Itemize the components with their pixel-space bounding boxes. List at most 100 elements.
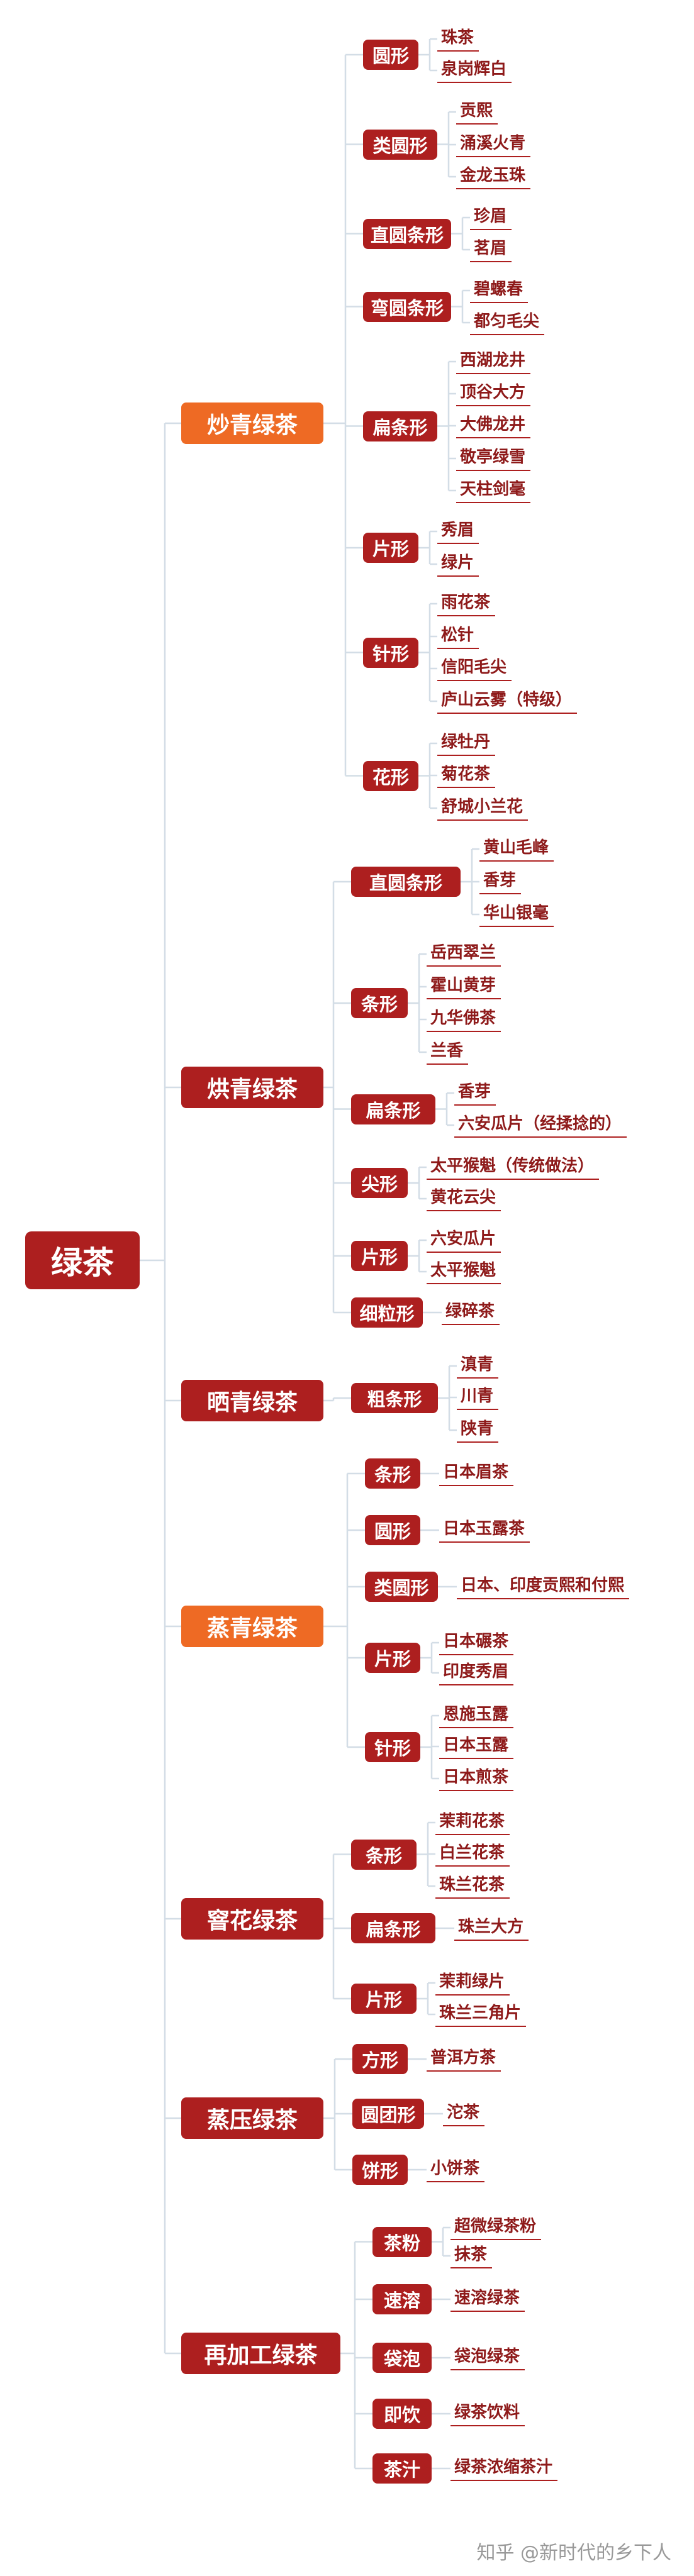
- leaf-underline: [451, 2239, 541, 2240]
- leaf-underline: [437, 575, 479, 577]
- leaf-underline: [451, 2267, 492, 2268]
- leaf-underline: [456, 437, 530, 438]
- category-node: 炒青绿茶: [181, 402, 323, 444]
- leaf-underline: [437, 615, 495, 616]
- leaf-item: 敬亭绿雪: [460, 448, 526, 467]
- subcategory-node: 扁条形: [351, 1913, 435, 1943]
- leaf-item: 超微绿茶粉: [454, 2217, 537, 2236]
- leaf-item: 绿茶饮料: [454, 2403, 520, 2422]
- leaf-underline: [437, 819, 528, 821]
- leaf-underline: [427, 2181, 484, 2182]
- subcategory-node: 尖形: [351, 1168, 408, 1198]
- leaf-underline: [427, 1063, 468, 1065]
- leaf-underline: [439, 1541, 530, 1543]
- leaf-item: 大佛龙井: [460, 415, 526, 434]
- leaf-item: 庐山云雾（特级）: [441, 691, 573, 709]
- leaf-underline: [456, 123, 498, 125]
- leaf-underline: [427, 1031, 501, 1032]
- leaf-item: 雨花茶: [441, 593, 491, 612]
- leaf-item: 日本玉露: [443, 1736, 509, 1755]
- leaf-item: 白兰花茶: [439, 1843, 505, 1862]
- leaf-underline: [437, 648, 479, 649]
- leaf-underline: [439, 1727, 513, 1728]
- leaf-item: 沱茶: [447, 2103, 480, 2122]
- leaf-underline: [427, 2070, 501, 2072]
- subcategory-node: 细粒形: [351, 1297, 423, 1328]
- leaf-item: 普洱方茶: [430, 2048, 496, 2067]
- leaf-item: 绿碎茶: [445, 1302, 495, 1321]
- subcategory-node: 圆形: [363, 40, 418, 70]
- leaf-underline: [439, 1790, 513, 1791]
- leaf-item: 茉莉绿片: [439, 1972, 505, 1991]
- leaf-item: 日本碾茶: [443, 1632, 509, 1651]
- leaf-item: 珠兰三角片: [439, 2004, 522, 2023]
- subcategory-node: 袋泡: [372, 2343, 432, 2373]
- leaf-underline: [456, 373, 530, 374]
- leaf-item: 茉莉花茶: [439, 1812, 505, 1831]
- leaf-item: 九华佛茶: [430, 1009, 496, 1028]
- leaf-underline: [454, 1940, 529, 1941]
- subcategory-node: 粗条形: [351, 1383, 438, 1413]
- leaf-item: 日本煎茶: [443, 1768, 509, 1787]
- subcategory-node: 片形: [365, 1643, 420, 1673]
- leaf-underline: [427, 998, 501, 999]
- leaf-item: 六安瓜片（经揉捻的）: [458, 1114, 622, 1133]
- leaf-underline: [437, 713, 577, 714]
- leaf-underline: [470, 229, 512, 230]
- subcategory-node: 圆形: [365, 1515, 420, 1545]
- leaf-item: 黄山毛峰: [483, 838, 549, 857]
- category-node: 蒸青绿茶: [181, 1606, 323, 1647]
- leaf-item: 信阳毛尖: [441, 658, 507, 677]
- leaf-item: 日本眉茶: [443, 1463, 509, 1482]
- leaf-item: 珍眉: [474, 207, 507, 226]
- leaf-underline: [439, 1654, 513, 1655]
- leaf-item: 绿片: [441, 553, 474, 572]
- category-node: 烘青绿茶: [181, 1067, 323, 1108]
- leaf-underline: [470, 261, 512, 262]
- leaf-item: 秀眉: [441, 521, 474, 540]
- subcategory-node: 直圆条形: [351, 867, 461, 897]
- leaf-underline: [456, 470, 530, 471]
- leaf-underline: [439, 1485, 513, 1486]
- leaf-underline: [451, 2425, 525, 2426]
- subcategory-node: 扁条形: [351, 1094, 435, 1124]
- leaf-underline: [470, 302, 528, 303]
- leaf-underline: [451, 2311, 525, 2312]
- leaf-underline: [454, 1104, 496, 1106]
- watermark: 知乎 @新时代的乡下人: [476, 2537, 671, 2565]
- leaf-item: 都匀毛尖: [474, 312, 540, 331]
- leaf-item: 泉岗辉白: [441, 60, 507, 79]
- subcategory-node: 针形: [363, 637, 418, 668]
- leaf-underline: [456, 405, 530, 406]
- leaf-item: 岳西翠兰: [430, 943, 496, 962]
- leaf-underline: [442, 1324, 500, 1325]
- subcategory-node: 圆团形: [352, 2099, 424, 2129]
- leaf-item: 香芽: [483, 871, 517, 890]
- leaf-item: 茗眉: [474, 239, 507, 258]
- subcategory-node: 片形: [363, 533, 418, 563]
- subcategory-node: 即饮: [372, 2399, 432, 2429]
- category-node: 窨花绿茶: [181, 1898, 323, 1940]
- leaf-item: 太平猴魁（传统做法）: [430, 1157, 595, 1175]
- subcategory-node: 类圆形: [363, 129, 437, 160]
- leaf-underline: [437, 82, 512, 83]
- leaf-item: 金龙玉珠: [460, 166, 526, 185]
- leaf-underline: [470, 334, 544, 335]
- leaf-item: 黄花云尖: [430, 1188, 496, 1207]
- leaf-underline: [437, 787, 495, 788]
- leaf-item: 华山银毫: [483, 904, 549, 923]
- leaf-underline: [435, 1865, 510, 1867]
- subcategory-node: 条形: [351, 1839, 417, 1870]
- leaf-item: 贡熙: [460, 101, 493, 120]
- leaf-underline: [457, 1598, 629, 1599]
- leaf-item: 抹茶: [454, 2245, 488, 2264]
- leaf-item: 碧螺春: [474, 280, 523, 299]
- leaf-item: 绿茶浓缩茶汁: [454, 2458, 553, 2477]
- subcategory-node: 片形: [351, 1241, 408, 1271]
- leaf-item: 太平猴魁: [430, 1261, 496, 1280]
- subcategory-node: 类圆形: [365, 1572, 438, 1602]
- subcategory-node: 茶粉: [372, 2226, 432, 2257]
- leaf-item: 滇青: [461, 1355, 494, 1374]
- leaf-item: 速溶绿茶: [454, 2289, 520, 2307]
